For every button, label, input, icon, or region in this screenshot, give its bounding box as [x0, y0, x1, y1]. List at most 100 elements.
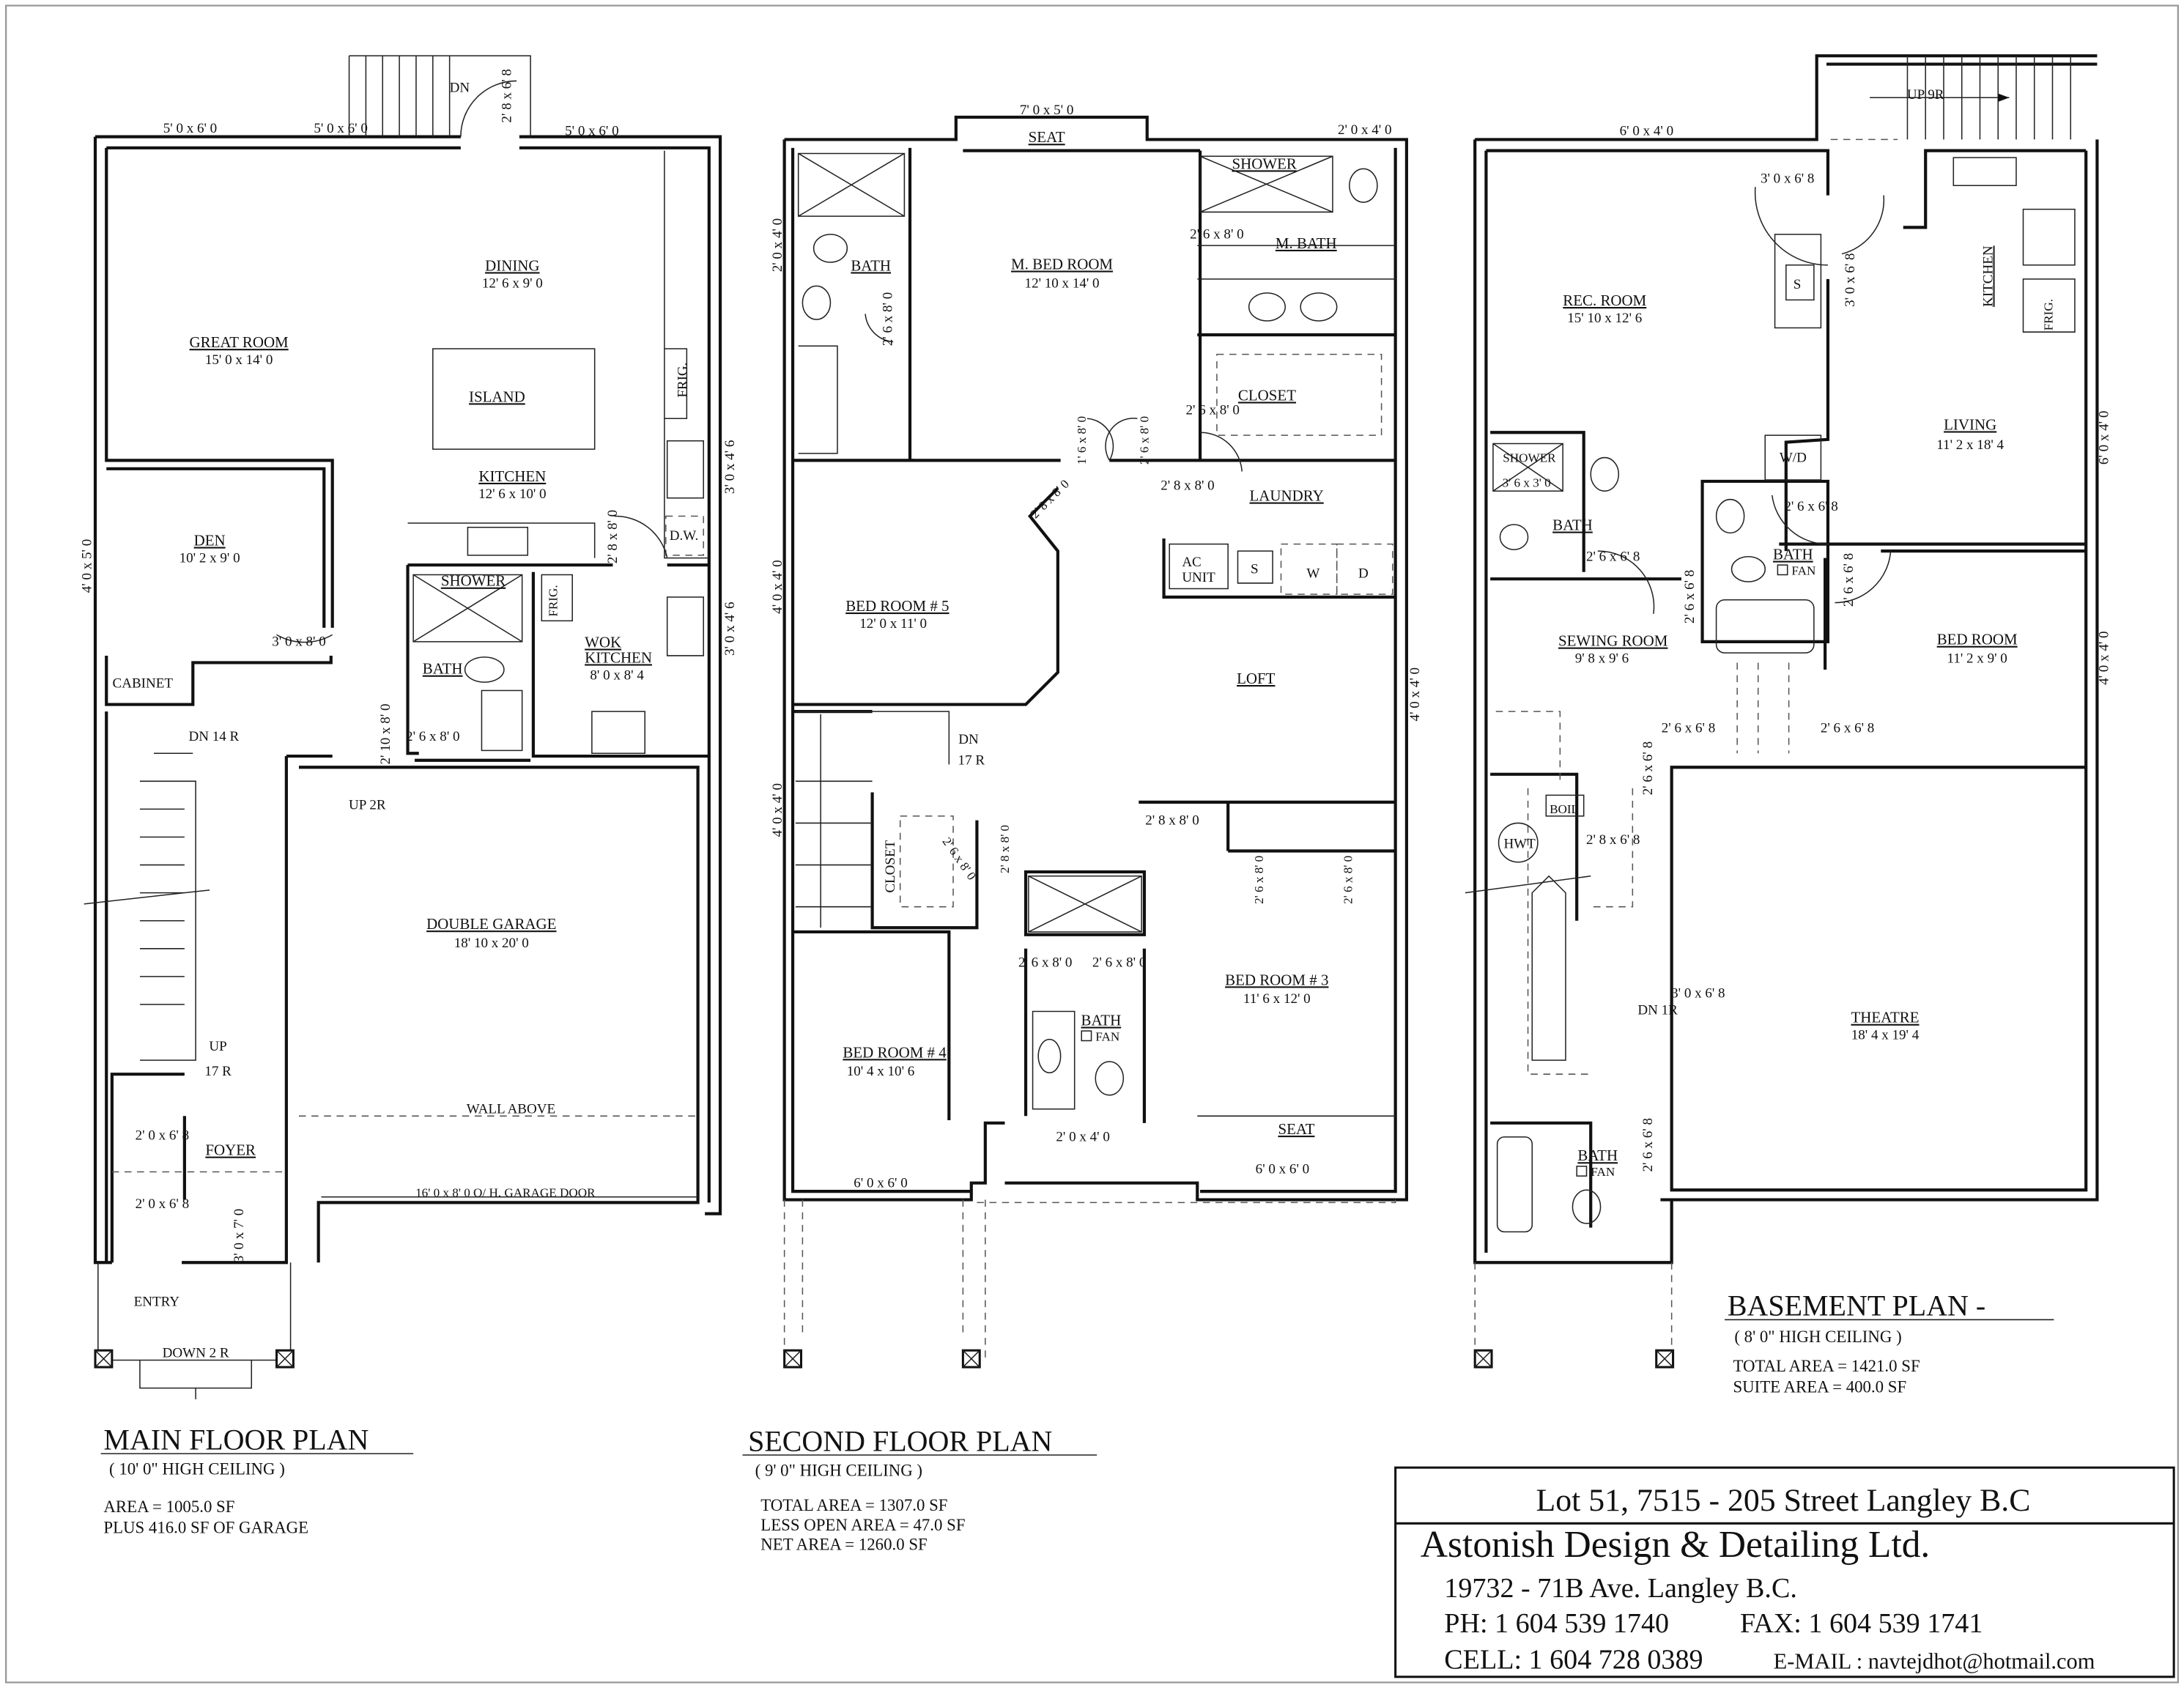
door-label: 2' 6 x 8' 0 — [1252, 856, 1266, 904]
door-label: 2' 6 x 6' 8 — [1586, 549, 1640, 564]
stair-label: DN 1R — [1637, 1002, 1678, 1018]
room-size: 8' 0 x 8' 4 — [590, 667, 644, 683]
plan-title: BASEMENT PLAN - — [1728, 1289, 1985, 1322]
window-label: 5' 0 x 6' 0 — [163, 121, 217, 136]
stair-label: UP 2R — [349, 797, 386, 812]
dishwasher-label: D.W. — [670, 528, 698, 544]
window-label: 4' 0 x 5' 0 — [79, 539, 95, 593]
door-label: 2' 6 x 6' 8 — [1841, 553, 1857, 607]
window-label: 6' 0 x 6' 0 — [854, 1175, 907, 1191]
room-wok-kitchen: KITCHEN — [585, 648, 652, 666]
door-label: 3' 0 x 6' 8 — [1843, 253, 1858, 306]
room-rec-room: REC. ROOM — [1563, 292, 1646, 309]
fan-label: FAN — [1791, 564, 1815, 578]
room-size: 12' 6 x 9' 0 — [482, 275, 543, 291]
door-label: 1' 6 x 8' 0 — [1075, 416, 1089, 464]
stair-label: 17 R — [958, 752, 985, 768]
area-note: NET AREA = 1260.0 SF — [760, 1535, 927, 1553]
door-label: 2' 6 x 8' 0 — [880, 292, 895, 346]
window-label: 2' 0 x 4' 0 — [770, 218, 785, 272]
room-size: 12' 0 x 11' 0 — [859, 616, 927, 632]
room-great-room: GREAT ROOM — [190, 333, 289, 351]
door-label: 2' 0 x 6' 8 — [136, 1128, 189, 1144]
stair-label: DN — [958, 732, 979, 747]
door-label: 2' 6 x 6' 8 — [1640, 1118, 1656, 1171]
window-label: 7' 0 x 5' 0 — [1020, 103, 1073, 118]
room-size: 12' 6 x 10' 0 — [478, 486, 547, 502]
area-note: LESS OPEN AREA = 47.0 SF — [760, 1516, 965, 1534]
main-floor-walls — [84, 55, 722, 1399]
door-label: 2' 0 x 6' 8 — [136, 1196, 189, 1212]
shower-label: SHOWER — [1503, 451, 1556, 464]
room-size: 9' 8 x 9' 6 — [1575, 651, 1629, 666]
room-garage: DOUBLE GARAGE — [426, 915, 556, 933]
door-label: 2' 8 x 8' 0 — [1028, 477, 1072, 521]
room-size: 11' 2 x 9' 0 — [1947, 651, 2007, 666]
sheet-border — [4, 4, 2180, 1684]
room-bath: BATH — [423, 660, 463, 678]
company-address: 19732 - 71B Ave. Langley B.C. — [1444, 1573, 1797, 1604]
room-size: 10' 4 x 10' 6 — [847, 1064, 915, 1079]
sink-label: S — [1251, 562, 1259, 577]
title-block: Lot 51, 7515 - 205 Street Langley B.C As… — [1394, 1466, 2175, 1678]
room-master-bedroom: M. BED ROOM — [1011, 255, 1113, 273]
window-label: 6' 0 x 6' 0 — [1256, 1161, 1309, 1177]
door-label: 2' 6 x 6' 8 — [1821, 721, 1874, 736]
lot-address: Lot 51, 7515 - 205 Street Langley B.C — [1536, 1483, 2031, 1518]
fan-icon — [1576, 1166, 1588, 1177]
room-wok: WOK — [585, 634, 621, 651]
room-loft: LOFT — [1237, 670, 1276, 687]
ceiling-note: ( 9' 0" HIGH CEILING ) — [755, 1462, 922, 1480]
island-label: ISLAND — [469, 388, 525, 405]
seat-label: SEAT — [1029, 128, 1065, 146]
door-label: 2' 8 x 8' 0 — [605, 510, 621, 563]
room-bath-3: BATH — [1577, 1147, 1618, 1164]
window-label: 4' 0 x 4' 0 — [1407, 667, 1423, 721]
room-laundry: LAUNDRY — [1250, 487, 1324, 505]
room-dining: DINING — [485, 256, 539, 274]
door-label: 2' 6 x 8' 0 — [1341, 856, 1355, 904]
room-size: 15' 0 x 14' 0 — [205, 352, 273, 368]
door-label: 2' 6 x 8' 0 — [1185, 403, 1239, 418]
window-label: 3' 0 x 4' 6 — [722, 440, 738, 494]
room-closet-2: CLOSET — [883, 840, 898, 892]
plan-title: SECOND FLOOR PLAN — [748, 1424, 1052, 1457]
room-bedroom-3: BED ROOM # 3 — [1225, 971, 1328, 988]
door-label: 2' 6 x 6' 8 — [1682, 570, 1698, 623]
door-label: 3' 0 x 8' 0 — [272, 634, 325, 650]
room-bath: BATH — [851, 256, 891, 274]
second-floor-plan: 7' 0 x 5' 0 SEAT 2' 0 x 4' 0 2' 0 x 4' 0… — [742, 103, 1423, 1553]
room-size: 15' 10 x 12' 6 — [1567, 311, 1642, 326]
room-den: DEN — [194, 532, 226, 549]
window-label: 5' 0 x 6' 0 — [314, 121, 367, 136]
room-foyer: FOYER — [205, 1141, 256, 1159]
room-size: 12' 10 x 14' 0 — [1025, 275, 1100, 291]
window-label: 2' 0 x 4' 0 — [1338, 122, 1391, 138]
area-note: TOTAL AREA = 1421.0 SF — [1733, 1357, 1920, 1375]
ceiling-note: ( 10' 0" HIGH CEILING ) — [109, 1460, 285, 1478]
stair-label: UP — [209, 1039, 226, 1054]
room-bedroom: BED ROOM — [1937, 631, 2018, 648]
area-note: SUITE AREA = 400.0 SF — [1733, 1377, 1906, 1396]
area-note: TOTAL AREA = 1307.0 SF — [760, 1496, 947, 1514]
door-label: 2' 10 x 8' 0 — [378, 703, 393, 764]
door-label: 2' 8 x 6' 8 — [1586, 832, 1640, 848]
room-living: LIVING — [1944, 415, 1996, 433]
stair-label: DN — [450, 81, 470, 96]
fan-icon — [1081, 1030, 1092, 1042]
room-size: 11' 6 x 12' 0 — [1243, 991, 1311, 1007]
shower-label: SHOWER — [1232, 155, 1296, 172]
door-label: 2' 6 x 8' 0 — [1138, 416, 1152, 464]
area-note: AREA = 1005.0 SF — [103, 1498, 234, 1516]
stair-label: UP 9R — [1907, 87, 1944, 103]
shower-label: SHOWER — [441, 572, 506, 590]
company-name: Astonish Design & Detailing Ltd. — [1421, 1524, 1930, 1566]
room-sewing: SEWING ROOM — [1558, 632, 1667, 650]
seat-label: SEAT — [1278, 1120, 1314, 1138]
room-suite-bath: BATH — [1773, 546, 1813, 563]
room-bedroom-5: BED ROOM # 5 — [845, 597, 949, 615]
washer-dryer-label: W/D — [1780, 450, 1807, 465]
window-label: 4' 0 x 4' 0 — [2097, 631, 2112, 684]
ceiling-note: ( 8' 0" HIGH CEILING ) — [1734, 1328, 1901, 1346]
window-label: 4' 0 x 4' 0 — [770, 560, 785, 613]
